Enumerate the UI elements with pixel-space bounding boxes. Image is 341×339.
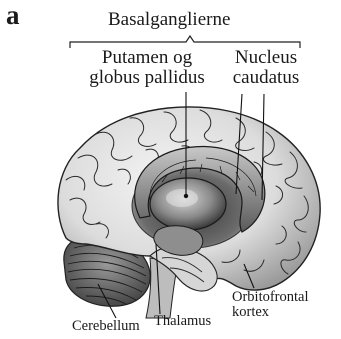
orbitofrontal-label-line-2: kortex — [232, 305, 309, 320]
putamen-label-line-1: Putamen og — [72, 48, 222, 68]
caudate-label-line-2: caudatus — [218, 68, 314, 88]
basal-ganglia-label: Basalganglierne — [108, 10, 230, 30]
cerebellum-label: Cerebellum — [72, 319, 140, 334]
putamen-label: Putamen og globus pallidus — [72, 48, 222, 88]
caudate-label-line-1: Nucleus — [218, 48, 314, 68]
orbitofrontal-label: Orbitofrontal kortex — [232, 290, 309, 320]
panel-letter: a — [6, 0, 20, 30]
putamen-label-line-2: globus pallidus — [72, 68, 222, 88]
orbitofrontal-label-line-1: Orbitofrontal — [232, 290, 309, 305]
thalamus-label: Thalamus — [154, 314, 211, 329]
caudate-label: Nucleus caudatus — [218, 48, 314, 88]
